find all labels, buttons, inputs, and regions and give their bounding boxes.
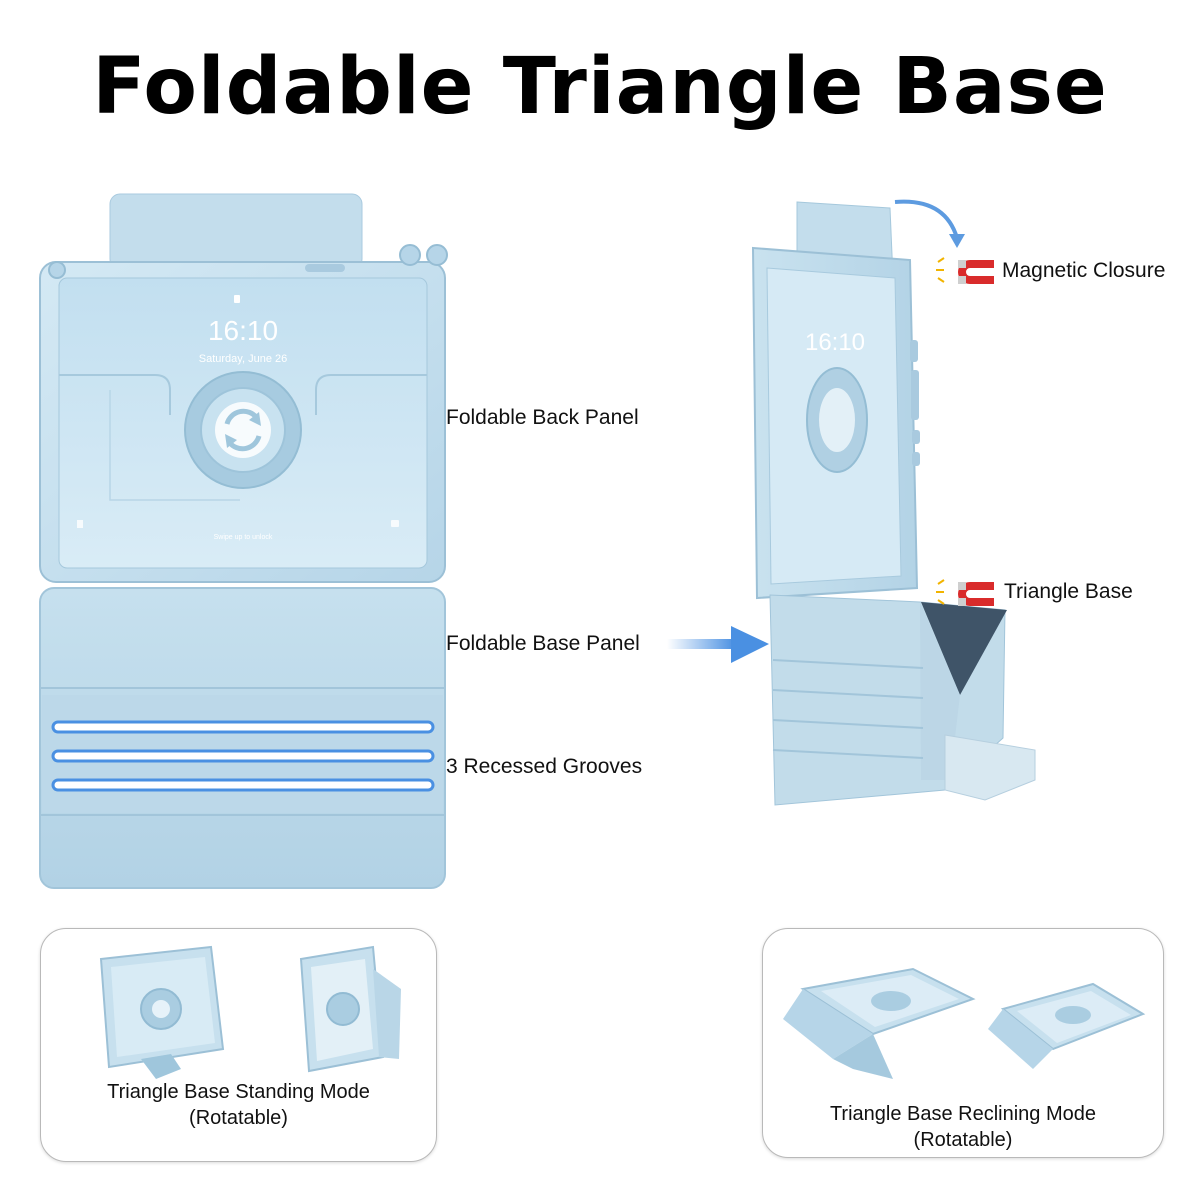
callout-grooves: 3 Recessed Grooves: [446, 755, 643, 778]
side-screen-time: 16:10: [805, 329, 865, 356]
standing-case-illustration: 16:10: [751, 199, 1036, 806]
callout-magnetic-closure: Magnetic Closure: [1002, 259, 1166, 282]
groove-3: [51, 778, 435, 792]
screen-date: Saturday, June 26: [199, 353, 287, 365]
standing-mode-subtitle: (Rotatable): [189, 1107, 288, 1129]
callout-triangle-base: Triangle Base: [1004, 580, 1133, 603]
screen-unlock-hint: Swipe up to unlock: [214, 534, 273, 541]
arrow-right-icon: [667, 626, 769, 663]
reclining-mode-card: Triangle Base Reclining Mode (Rotatable): [762, 928, 1164, 1158]
top-flap: [109, 193, 363, 270]
groove-1: [51, 720, 435, 734]
unfolded-case-illustration: 16:10 Saturday, June 26 Swipe up to unlo…: [39, 193, 448, 889]
magnet-icon: [936, 579, 994, 606]
screen-time: 16:10: [208, 315, 278, 346]
standing-mode-title: Triangle Base Standing Mode: [107, 1081, 370, 1103]
reclining-mode-title: Triangle Base Reclining Mode: [829, 1103, 1097, 1125]
curved-arrow-icon: [949, 234, 965, 248]
magnet-icon: [936, 257, 994, 284]
groove-2: [51, 749, 435, 763]
callout-back-panel: Foldable Back Panel: [446, 406, 639, 429]
standing-mode-card: Triangle Base Standing Mode (Rotatable): [40, 928, 437, 1162]
reclining-mode-illustration: [783, 967, 1146, 1079]
reclining-mode-subtitle: (Rotatable): [913, 1129, 1013, 1151]
page-title: Foldable Triangle Base: [92, 42, 1108, 132]
standing-mode-illustration: [99, 945, 401, 1079]
callout-base-panel: Foldable Base Panel: [446, 632, 640, 655]
